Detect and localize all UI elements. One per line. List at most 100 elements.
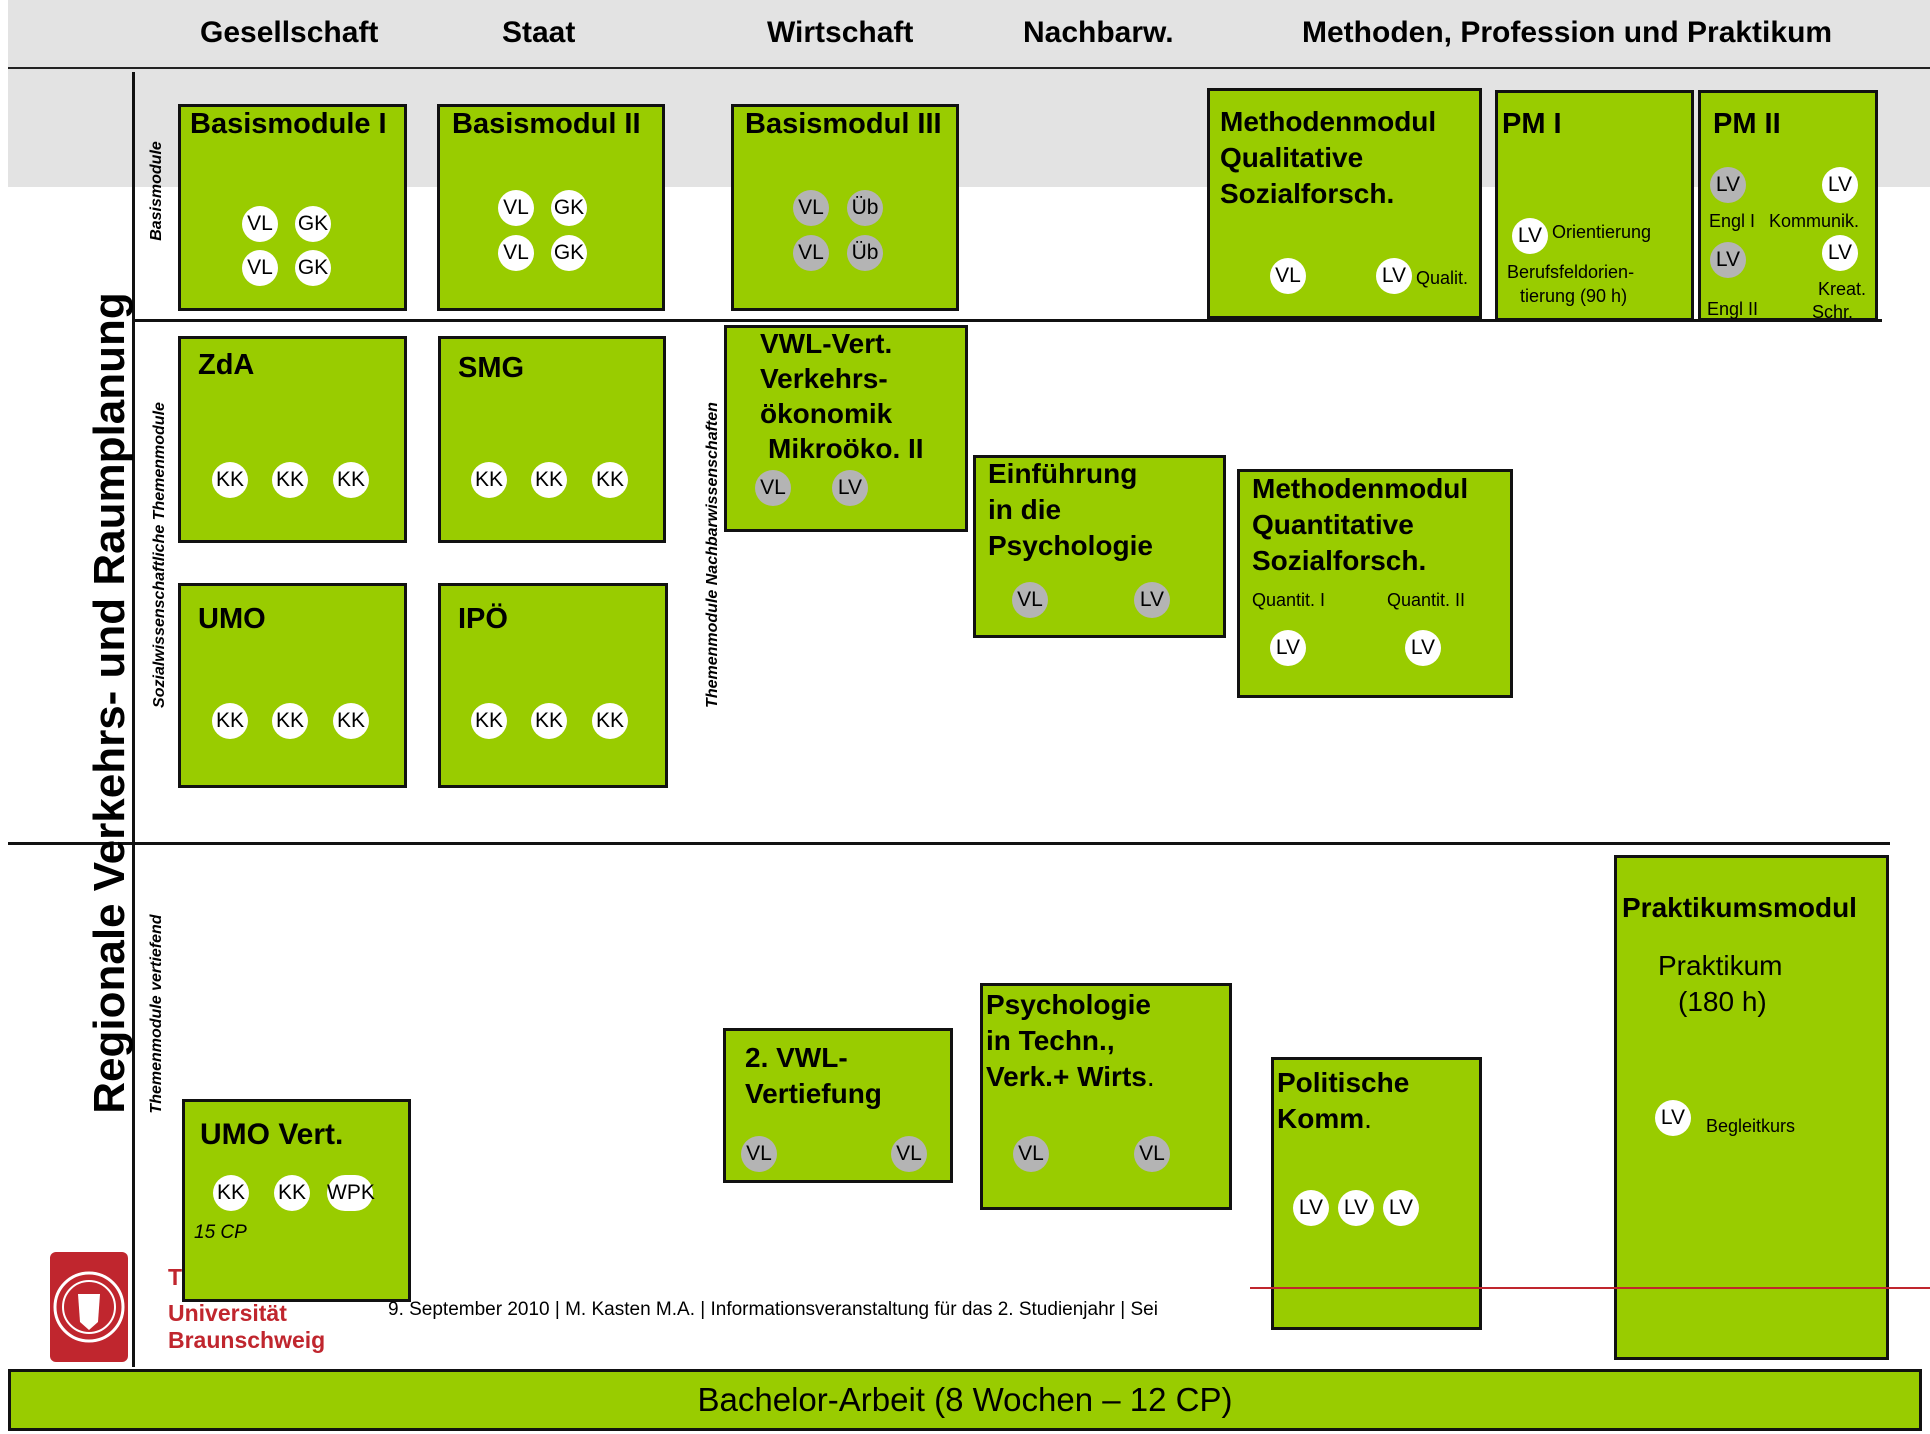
course-circle: VL xyxy=(1012,582,1048,618)
course-note: tierung (90 h) xyxy=(1520,286,1628,306)
course-circle: GK xyxy=(295,206,331,242)
module-title: Einführung in die Psychologie xyxy=(988,458,1153,561)
course-circle: KK xyxy=(471,462,507,498)
course-circle: LV xyxy=(1822,235,1858,271)
label-vertiefend: Themenmodule vertiefend xyxy=(148,914,165,1114)
course-circle: LV xyxy=(1822,167,1858,203)
module-title: SMG xyxy=(458,352,525,384)
praktikum-hours: (180 h) xyxy=(1678,986,1767,1017)
course-note: Berufsfeldorien- xyxy=(1507,262,1635,282)
course-circle: KK xyxy=(272,462,308,498)
course-circle: KK xyxy=(531,703,567,739)
course-circle: Üb xyxy=(847,235,883,271)
course-note: Kommunik. xyxy=(1769,211,1860,231)
university-name-2: Braunschweig xyxy=(168,1327,326,1353)
label-basismodule: Basismodule xyxy=(148,141,165,241)
divider-basis xyxy=(132,319,1882,322)
module-title: Politische Komm. xyxy=(1277,1067,1410,1134)
course-circle: VL xyxy=(891,1136,927,1172)
module-title: Basismodule I xyxy=(190,108,387,140)
course-circle: KK xyxy=(592,703,628,739)
header-methoden: Methoden, Profession und Praktikum xyxy=(1302,16,1833,49)
course-circle: VL xyxy=(1270,258,1306,294)
module-title: Methodenmodul Qualitative Sozialforsch. xyxy=(1220,106,1437,209)
course-circle: VL xyxy=(755,470,791,506)
course-circle: GK xyxy=(551,190,587,226)
course-note: Schr. xyxy=(1812,302,1854,322)
course-circle: LV xyxy=(1710,242,1746,278)
course-circle: LV xyxy=(1376,258,1412,294)
module-title: Psychologie in Techn., Verk.+ Wirts. xyxy=(986,989,1155,1092)
column-header-bar xyxy=(8,0,1930,69)
course-circle: VL xyxy=(793,190,829,226)
course-circle: LV xyxy=(1655,1100,1691,1136)
vertical-divider xyxy=(132,72,135,1367)
tu-logo-letter: T xyxy=(168,1264,183,1290)
course-circle: KK xyxy=(333,462,369,498)
course-circle: VL xyxy=(1013,1136,1049,1172)
module-psychologie-technik xyxy=(980,983,1232,1210)
module-methoden-qualitativ xyxy=(1207,88,1482,319)
course-note: Begleitkurs xyxy=(1706,1116,1796,1136)
module-title: PM I xyxy=(1502,108,1562,140)
label-sozial-themenmodule: Sozialwissenschaftliche Themenmodule xyxy=(151,402,168,708)
module-praktikum xyxy=(1614,855,1889,1360)
module-title: ZdA xyxy=(198,349,255,381)
course-circle: LV xyxy=(1293,1190,1329,1226)
course-circle: VL xyxy=(741,1136,777,1172)
divider-themen xyxy=(8,842,1890,845)
course-circle: WPK xyxy=(327,1175,375,1211)
course-circle: KK xyxy=(333,703,369,739)
module-ipoe xyxy=(438,583,668,788)
course-note: Engl I xyxy=(1709,211,1756,231)
course-circle: VL xyxy=(498,235,534,271)
course-circle: LV xyxy=(1710,167,1746,203)
course-circle: Üb xyxy=(847,190,883,226)
module-pm-1 xyxy=(1495,90,1694,321)
praktikum-label: Praktikum xyxy=(1658,950,1783,981)
module-basismodul-1 xyxy=(178,104,407,311)
header-wirtschaft: Wirtschaft xyxy=(767,16,914,49)
main-vertical-title: Regionale Verkehrs- und Raumplanung xyxy=(85,292,134,1114)
module-title: VWL-Vert. Verkehrs- ökonomik Mikroöko. I… xyxy=(760,328,924,464)
course-circle: KK xyxy=(592,462,628,498)
course-note: Quantit. II xyxy=(1387,590,1466,610)
course-circle: KK xyxy=(213,1175,249,1211)
module-title: Basismodul III xyxy=(745,108,942,140)
footer-rule xyxy=(1250,1287,1930,1289)
course-circle: KK xyxy=(471,703,507,739)
course-circle: LV xyxy=(1134,582,1170,618)
module-title: Basismodul II xyxy=(452,108,641,140)
header-gesellschaft: Gesellschaft xyxy=(200,16,379,49)
module-title: Praktikumsmodul xyxy=(1622,892,1857,923)
university-name-1: Universität xyxy=(168,1300,287,1326)
course-circle: LV xyxy=(1512,218,1548,254)
module-title: UMO xyxy=(198,603,266,635)
university-seal-icon xyxy=(50,1252,128,1362)
course-circle: KK xyxy=(272,703,308,739)
module-title: Methodenmodul Quantitative Sozialforsch. xyxy=(1252,473,1469,576)
course-circle: LV xyxy=(1383,1190,1419,1226)
course-circle: KK xyxy=(212,703,248,739)
module-zda xyxy=(178,336,407,543)
module-title: PM II xyxy=(1713,108,1781,140)
course-circle: LV xyxy=(1405,630,1441,666)
course-circle: GK xyxy=(295,250,331,286)
course-circle: VL xyxy=(242,206,278,242)
course-circle: LV xyxy=(1270,630,1306,666)
module-umo xyxy=(178,583,407,788)
course-circle: VL xyxy=(498,190,534,226)
course-circle: VL xyxy=(242,250,278,286)
course-circle: KK xyxy=(212,462,248,498)
course-circle: LV xyxy=(1338,1190,1374,1226)
course-circle: VL xyxy=(1134,1136,1170,1172)
course-circle: KK xyxy=(274,1175,310,1211)
module-title: UMO Vert. xyxy=(200,1118,344,1151)
course-circle: GK xyxy=(551,235,587,271)
course-note: Engl II xyxy=(1707,299,1759,319)
course-circle: VL xyxy=(793,235,829,271)
credit-points: 15 CP xyxy=(194,1222,247,1243)
course-note: Kreat. xyxy=(1818,279,1867,299)
module-smg xyxy=(438,336,666,543)
module-basismodul-3 xyxy=(731,104,959,311)
